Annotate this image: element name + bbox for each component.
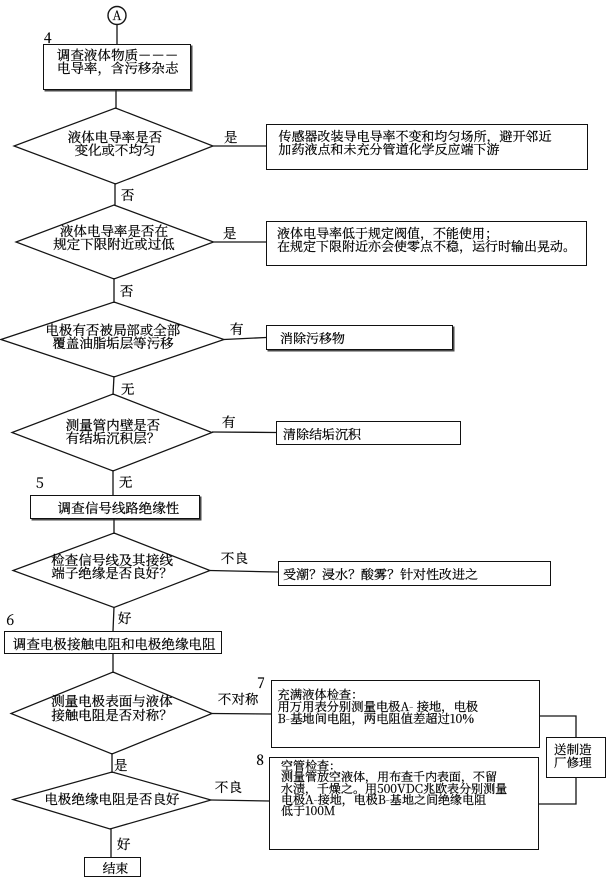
decision-3-no-label: 无	[121, 378, 135, 398]
action-box-2-line2: 在规定下限附近亦会使零点不稳，运行时输出晃动。	[277, 236, 577, 256]
decision-7-text: 电极绝缘电阻是否良好	[14, 788, 210, 808]
edge-d6-r7	[211, 712, 272, 715]
edge-d5-b6	[112, 606, 115, 632]
section-label-6: 6	[6, 610, 14, 630]
decision-1-line2: 变化或不均匀	[74, 139, 156, 160]
section-label-5: 5	[36, 473, 44, 493]
decision-6-line1: 测量电极表面与液体	[51, 690, 173, 710]
decision-5-line1: 检查信号线及其接线	[51, 548, 173, 569]
action-box-8-line2: 测量管放空液体，用布查千内表面，不留	[281, 768, 498, 786]
decision-1-no-label: 否	[121, 184, 135, 204]
decision-2-line2: 规定下限附近或过低	[53, 233, 175, 254]
decision-7-yes-label: 好	[117, 833, 131, 853]
action-box-5-line1: 受潮？浸水？酸雾？针对性改进之	[283, 564, 479, 583]
edge-d5-r5	[209, 569, 279, 573]
repair-box-line1: 送制造	[554, 740, 592, 758]
action-box-2-line1: 液体电导率低于规定阀值，不能使用；	[277, 223, 499, 242]
decision-4-text: 测量管内壁是否 有结垢沉积层？	[13, 413, 213, 448]
decision-4-no-label: 无	[119, 471, 133, 491]
decision-1-yes-label: 是	[224, 126, 238, 146]
decision-1-shape	[12, 107, 215, 185]
section-label-4: 4	[44, 27, 52, 48]
action-box-2: 液体电导率低于规定阀值，不能使用； 在规定下限附近亦会使零点不稳，运行时输出晃动…	[266, 221, 587, 266]
process-box-6-line1: 调查电极接触电阻和电极绝缘电阻	[13, 632, 216, 653]
decision-4-yes-label: 有	[222, 411, 236, 431]
decision-1-text: 液体电导率是否 变化或不均匀	[15, 125, 215, 160]
decision-2-line1: 液体电导率是否在	[60, 219, 168, 240]
action-box-1: 传感器改装导电导率不变和均匀场所，避开邻近 加药液点和未充分管道化学反应端下游	[266, 124, 588, 170]
decision-5-line2: 端子绝缘是否良好？	[51, 562, 173, 583]
decision-5-no-label: 不良	[221, 547, 248, 567]
action-box-8-line3: 水渍，千燥之。用500VDC兆欧表分别测量	[281, 779, 508, 797]
edge-r8-repair	[539, 778, 577, 805]
action-box-5: 受潮？浸水？酸雾？针对性改进之	[278, 561, 551, 586]
decision-6-line2: 接触电阻是否对称？	[51, 703, 173, 724]
edge-r7-repair	[540, 715, 577, 737]
process-box-5-line1: 调查信号线路绝缘性	[57, 497, 180, 517]
action-box-7: 充满液体检查： 用万用表分别测量电极A- 接地，电极 B-基地间电阻，两电阻值差…	[271, 680, 540, 748]
decision-3-line2: 覆盖油脂垢层等污移	[52, 332, 174, 353]
decision-3-shape	[0, 301, 226, 378]
action-box-4: 清除结垢沉积	[276, 421, 461, 445]
decision-5-yes-label: 好	[118, 607, 132, 627]
start-connector-label: A	[112, 6, 122, 24]
process-box-5: 调查信号线路绝缘性	[30, 495, 200, 519]
decision-2-yes-label: 是	[223, 222, 237, 242]
repair-box: 送制造 厂修理	[546, 737, 606, 778]
decision-6-shape	[9, 671, 214, 755]
action-box-1-line2: 加药液点和未充分管道化学反应端下游	[278, 139, 500, 159]
section-label-7: 7	[257, 673, 265, 693]
action-box-1-line1: 传感器改装导电导率不变和均匀场所，避开邻近	[278, 126, 552, 145]
action-box-4-line1: 清除结垢沉积	[283, 423, 362, 443]
process-box-4-line1: 调查液体物质－－－	[57, 43, 179, 64]
decision-1-line1: 液体电导率是否	[67, 125, 163, 146]
decision-4-shape	[10, 393, 214, 472]
decision-5-text: 检查信号线及其接线 端子绝缘是否良好？	[14, 548, 210, 583]
section-label-8: 8	[256, 750, 264, 770]
decision-2-text: 液体电导率是否在 规定下限附近或过低	[14, 219, 214, 254]
decision-6-text: 测量电极表面与液体 接触电阻是否对称？	[12, 690, 212, 724]
decision-5-shape	[11, 532, 212, 609]
decision-3-line1: 电极有否被局部或全部	[45, 318, 181, 339]
decision-7-no-label: 不良	[215, 776, 242, 796]
action-box-3: 消除污移物	[266, 325, 453, 350]
end-box-label: 结束	[102, 857, 129, 877]
edge-d3-d4	[112, 375, 115, 396]
edge-d3-r3	[223, 336, 267, 341]
decision-6-yes-label: 是	[114, 754, 128, 774]
process-box-4: 调查液体物质－－－ 电导率，含污移杂志	[43, 44, 191, 90]
action-box-3-line1: 消除污移物	[280, 328, 346, 347]
edge-d7-r8	[210, 799, 270, 802]
decision-2-no-label: 否	[120, 280, 134, 300]
decision-3-text: 电极有否被局部或全部 覆盖油脂垢层等污移	[3, 318, 223, 353]
decision-4-line2: 有结垢沉积层？	[65, 427, 161, 448]
edge-d4-r4	[211, 431, 277, 434]
process-box-4-line2: 电导率，含污移杂志	[57, 56, 179, 77]
decision-4-line1: 测量管内壁是否	[65, 413, 161, 434]
decision-7-shape	[10, 771, 214, 830]
action-box-8: 空管检查： 测量管放空液体，用布查千内表面，不留 水渍，千燥之。用500VDC兆…	[269, 757, 539, 850]
action-box-8-line5: 低于100M	[281, 802, 336, 820]
action-box-7-line2: 用万用表分别测量电极A- 接地，电极	[277, 697, 479, 715]
repair-box-line2: 厂修理	[554, 752, 592, 771]
decision-3-yes-label: 有	[230, 318, 244, 338]
decision-7-line1: 电极绝缘电阻是否良好	[44, 788, 180, 808]
action-box-8-line1: 空管检查：	[281, 757, 342, 774]
action-box-7-line1: 充满液体检查：	[277, 685, 364, 703]
decision-2-shape	[14, 204, 216, 280]
process-box-6: 调查电极接触电阻和电极绝缘电阻	[4, 631, 222, 654]
action-box-7-line3: B-基地间电阻，两电阻值差超过10%	[277, 709, 474, 727]
decision-6-no-label: 不对称	[218, 688, 259, 708]
end-box: 结束	[84, 857, 141, 877]
action-box-8-line4: 电极A-接地，电极B-基地之间绝缘电阻	[281, 790, 486, 808]
